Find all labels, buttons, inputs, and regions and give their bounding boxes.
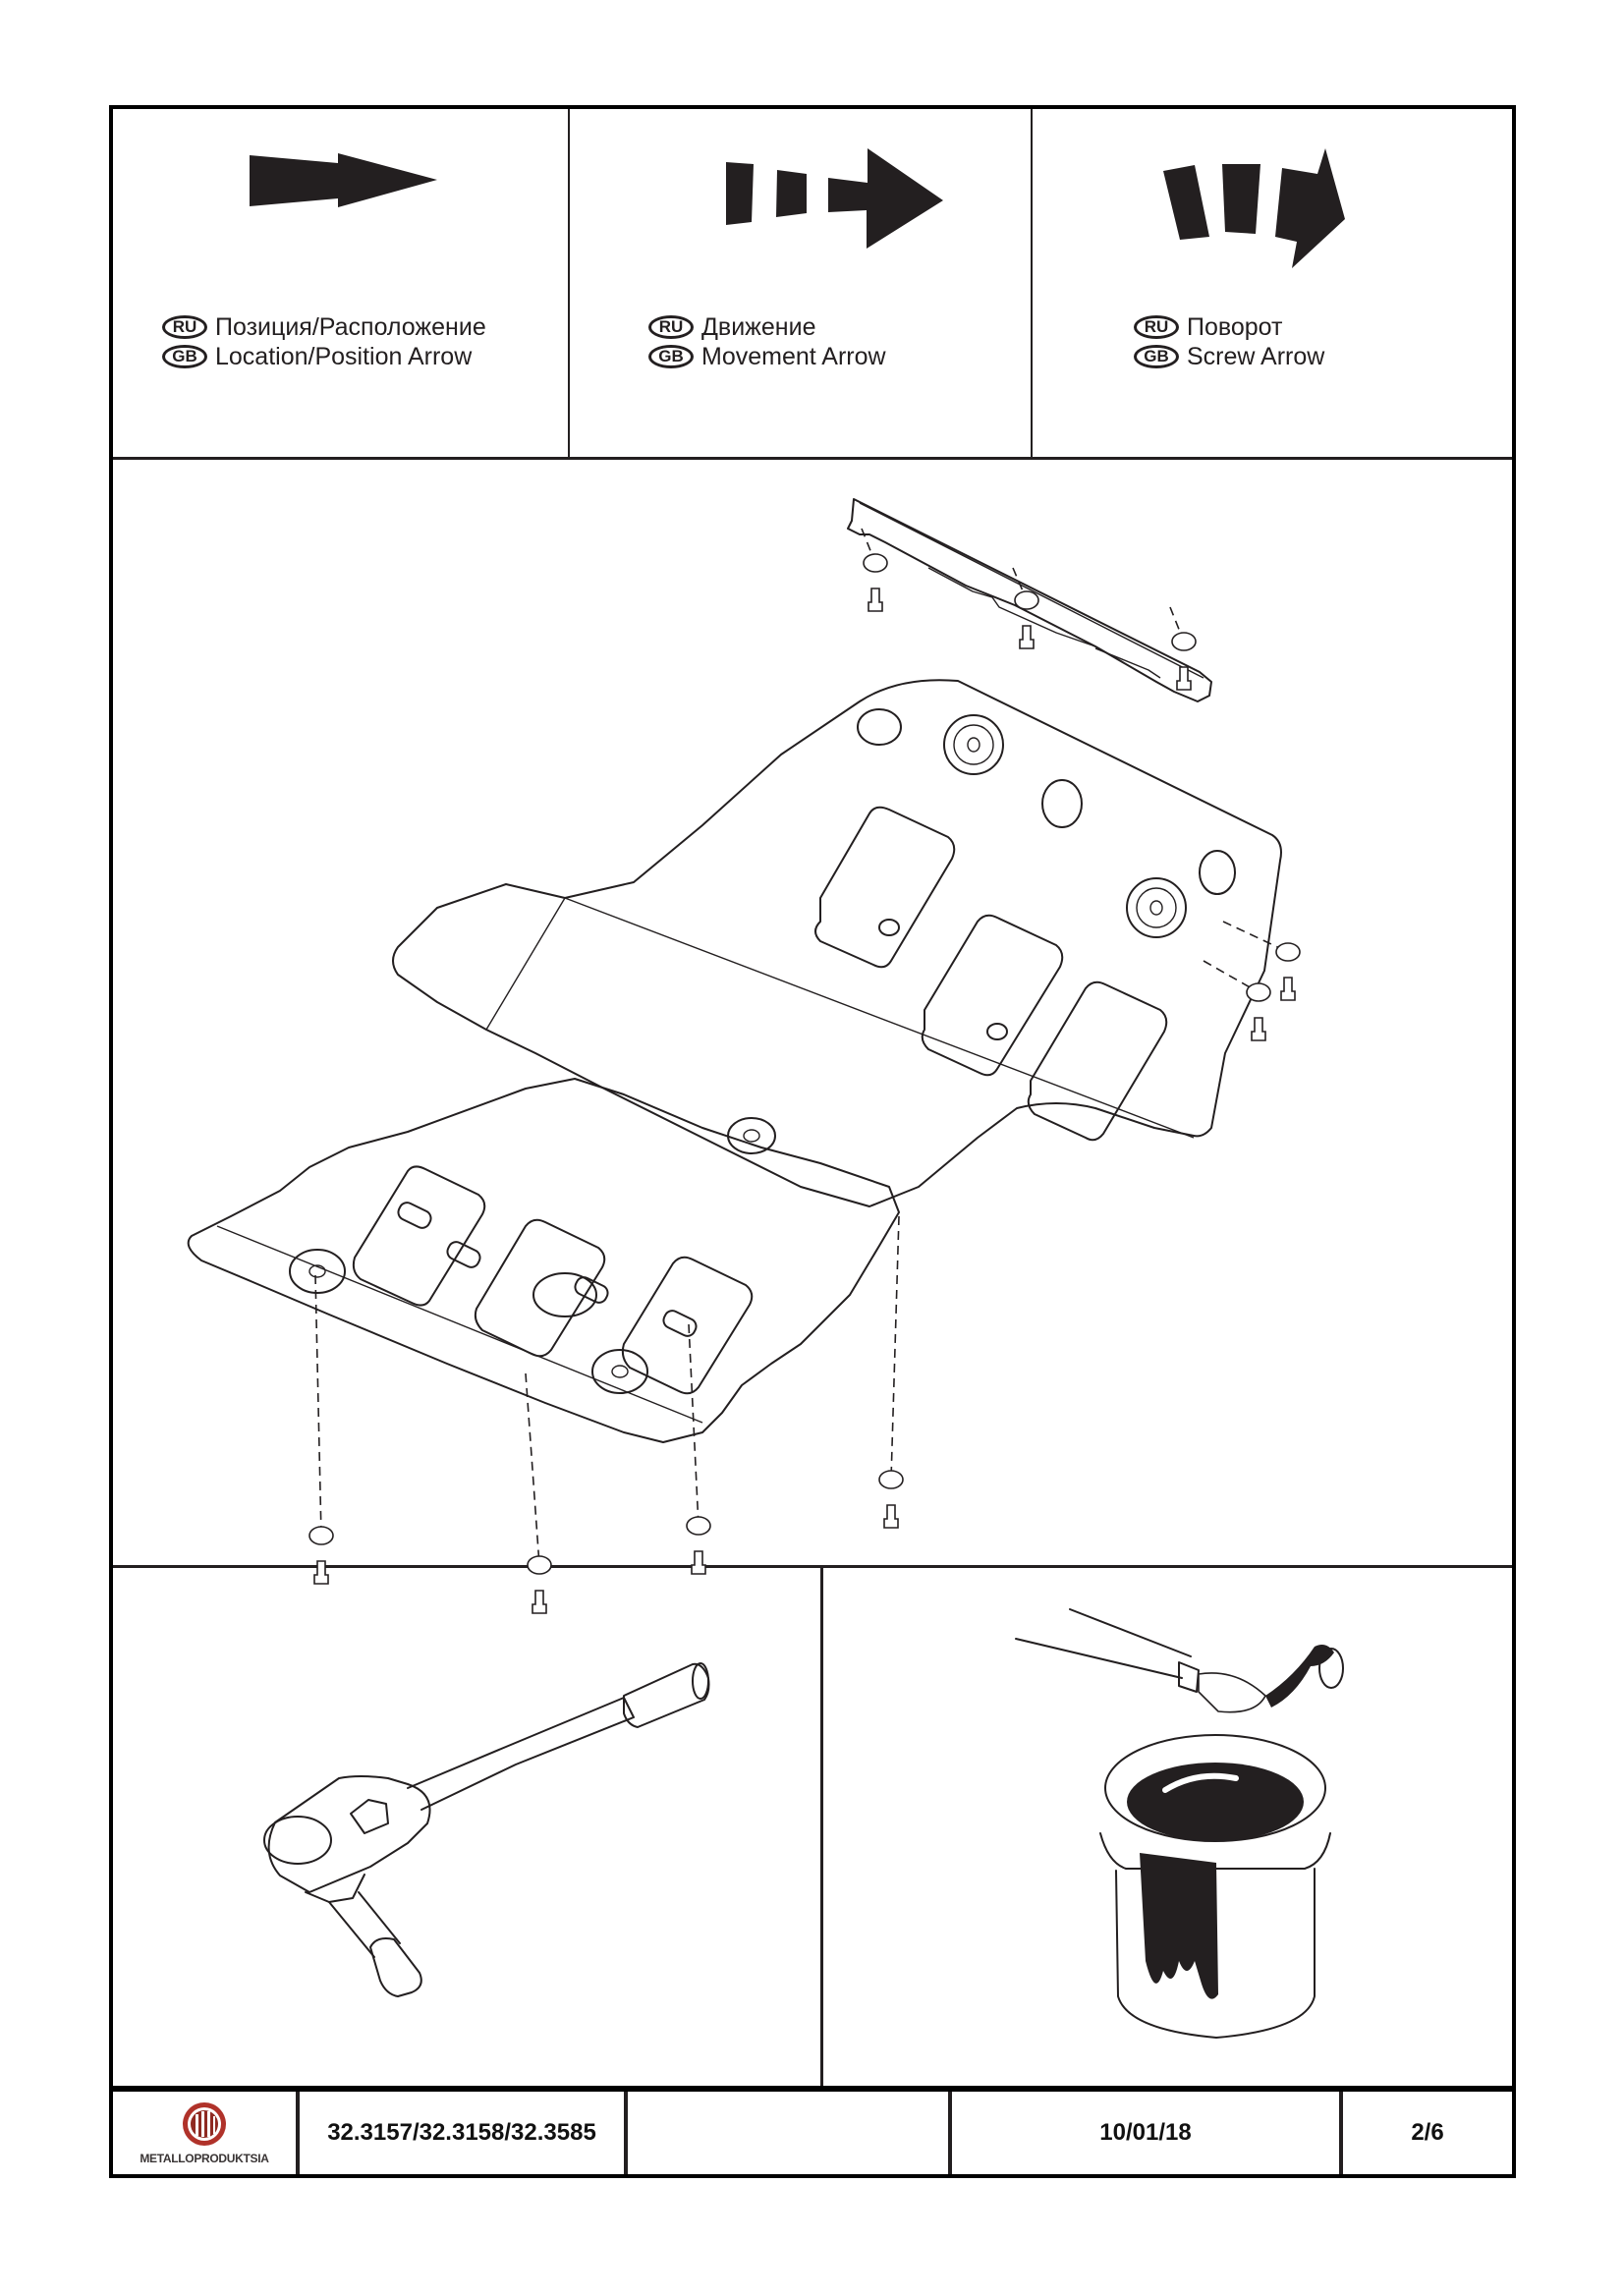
bolt-icon: [868, 588, 883, 612]
front-plate: [187, 1078, 900, 1443]
legend-line-gb: GB Location/Position Arrow: [162, 342, 486, 371]
legend-cell-movement: RU Движение GB Movement Arrow: [568, 109, 1031, 457]
metalloproduktsia-logo-icon: [183, 2102, 226, 2146]
legend-label-ru: Поворот: [1187, 313, 1283, 341]
skid-plate-drawing: [187, 498, 1301, 1614]
lang-badge-ru: RU: [162, 315, 207, 339]
legend-label-ru: Движение: [701, 313, 816, 341]
washer-icon: [1246, 982, 1271, 1002]
bolt-icon: [1251, 1017, 1266, 1041]
fastener-guide-line: [1012, 567, 1028, 601]
washer-icon: [1171, 632, 1197, 651]
lang-badge-ru: RU: [648, 315, 694, 339]
page-number: 2/6: [1339, 2092, 1512, 2174]
legend-cell-location: RU Позиция/Расположение GB Location/Posi…: [113, 109, 568, 457]
bolt-icon: [1019, 625, 1035, 649]
bolt-icon: [1176, 666, 1192, 691]
legend-line-ru: RU Позиция/Расположение: [162, 312, 486, 342]
bolt-icon: [883, 1504, 899, 1529]
washer-icon: [1014, 590, 1039, 610]
bolt-icon: [1280, 977, 1296, 1001]
ratchet-wrench-icon: [263, 1662, 710, 1997]
lang-badge-gb: GB: [648, 345, 694, 368]
legend-label-gb: Screw Arrow: [1187, 343, 1325, 370]
legend-text-movement: RU Движение GB Movement Arrow: [648, 312, 886, 371]
washer-icon: [527, 1555, 552, 1575]
tool-cell-wrench: [113, 1568, 820, 2090]
legend-line-gb: GB Screw Arrow: [1134, 342, 1324, 371]
tools-row: [113, 1568, 1512, 2090]
title-block: METALLOPRODUKTSIA 32.3157/32.3158/32.358…: [113, 2086, 1512, 2174]
screw-arrow-icon: [1163, 148, 1345, 268]
legend-line-ru: RU Движение: [648, 312, 886, 342]
blank-field: [624, 2092, 948, 2174]
legend-text-location: RU Позиция/Расположение GB Location/Posi…: [162, 312, 486, 371]
fasteners-group: [308, 528, 1301, 1614]
legend-cell-screw: RU Поворот GB Screw Arrow: [1031, 109, 1512, 457]
assembly-diagram: [113, 460, 1512, 1614]
bolt-icon: [691, 1550, 706, 1575]
fastener-guide-line: [1222, 921, 1289, 953]
lang-badge-gb: GB: [1134, 345, 1179, 368]
bolt-icon: [313, 1560, 329, 1585]
company-logo: METALLOPRODUKTSIA: [113, 2092, 296, 2174]
arrow-legend: RU Позиция/Расположение GB Location/Posi…: [113, 109, 1512, 460]
fastener-guide-line: [688, 1323, 700, 1527]
instruction-sheet-frame: RU Позиция/Расположение GB Location/Posi…: [109, 105, 1516, 2178]
rear-plate: [392, 679, 1282, 1207]
company-name: METALLOPRODUKTSIA: [140, 2152, 269, 2165]
date-field: 10/01/18: [948, 2092, 1339, 2174]
legend-label-gb: Location/Position Arrow: [215, 343, 473, 370]
washer-icon: [878, 1470, 904, 1489]
fastener-guide-line: [314, 1274, 322, 1537]
legend-line-gb: GB Movement Arrow: [648, 342, 886, 371]
legend-line-ru: RU Поворот: [1134, 312, 1324, 342]
paint-brush-and-can-icon: [1015, 1608, 1344, 2039]
lang-badge-ru: RU: [1134, 315, 1179, 339]
location-arrow-icon: [250, 153, 437, 207]
washer-icon: [686, 1516, 711, 1536]
washer-icon: [1275, 942, 1301, 962]
legend-label-ru: Позиция/Расположение: [215, 313, 486, 341]
washer-icon: [863, 553, 888, 573]
tool-cell-paint: [820, 1568, 1515, 2090]
legend-text-screw: RU Поворот GB Screw Arrow: [1134, 312, 1324, 371]
part-numbers: 32.3157/32.3158/32.3585: [296, 2092, 624, 2174]
legend-label-gb: Movement Arrow: [701, 343, 886, 370]
fastener-guide-line: [890, 1215, 900, 1481]
lang-badge-gb: GB: [162, 345, 207, 368]
washer-icon: [308, 1526, 334, 1545]
bolt-icon: [532, 1590, 547, 1614]
movement-arrow-icon: [726, 148, 943, 249]
fastener-guide-line: [525, 1372, 540, 1566]
